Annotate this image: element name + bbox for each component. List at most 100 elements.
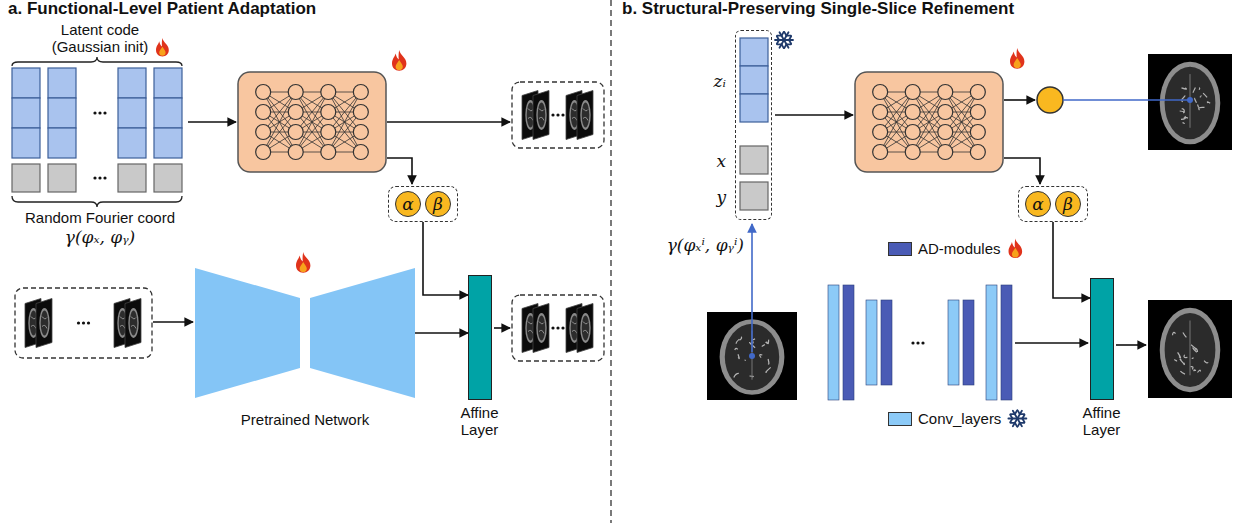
slice-brain [582, 103, 590, 128]
latent-cell [154, 68, 182, 98]
ellipsis-dot [98, 111, 101, 114]
slice-gyrus [528, 109, 533, 121]
flame-outer [1010, 48, 1024, 69]
flame-inner [300, 262, 307, 272]
brain-gyrus [1195, 98, 1197, 102]
decoder-shape [310, 268, 415, 398]
slice-gyrus [31, 317, 36, 329]
brain-tissue [1165, 313, 1216, 387]
param-circle: α [395, 191, 421, 217]
mlp-neuron [288, 125, 303, 140]
param-symbol: β [433, 196, 443, 213]
component-label: Pretrained Network [195, 412, 415, 429]
brain-gyrus [1180, 359, 1184, 364]
flame-inner [396, 60, 403, 70]
ellipsis-dot [551, 326, 554, 329]
flow-arrow [1004, 158, 1040, 184]
slice-brain [41, 311, 49, 336]
ellipsis-dot [556, 326, 559, 329]
pixel-pointer [1063, 99, 1188, 101]
pixel-dot [749, 353, 755, 359]
snowflake-branch [1020, 422, 1024, 424]
brain-gyrus [1184, 355, 1187, 358]
ellipsis-dot [103, 111, 106, 114]
slice-stack-box [15, 288, 152, 358]
mlp-neuron [938, 85, 953, 100]
ad-module-bar [881, 300, 892, 385]
mlp-weight [880, 92, 913, 152]
slice-gyrus [131, 317, 136, 329]
brain-gyrus [1181, 116, 1186, 119]
brain-gyrus [1191, 345, 1196, 350]
component-label: Affine Layer [1070, 405, 1134, 438]
mlp-neuron [353, 105, 368, 120]
trainable-flame-icon [392, 50, 406, 71]
ad-module-bar [843, 285, 854, 400]
slice-card [577, 304, 593, 353]
brain-gyrus [1182, 96, 1186, 100]
brain-gyrus [766, 340, 769, 343]
param-circle: β [425, 191, 451, 217]
param-circle: β [1055, 191, 1081, 217]
mlp-box [855, 72, 1003, 172]
brain-gyrus [750, 376, 754, 377]
mlp-neuron [256, 85, 271, 100]
mlp-neuron [256, 105, 271, 120]
frozen-snowflake-icon [1008, 410, 1026, 426]
brain-gyrus [1180, 111, 1184, 113]
snowflake-branch [1022, 415, 1024, 419]
slice-card [577, 91, 593, 140]
conv-layer-bar [986, 285, 997, 400]
slice-gyrus [539, 322, 544, 334]
brain-gyrus [762, 344, 765, 346]
mlp-neuron [321, 85, 336, 100]
slice-gyrus [42, 317, 47, 329]
mlp-neuron [938, 125, 953, 140]
connector-arrow [415, 332, 468, 334]
flow-arrow [387, 158, 412, 184]
latent-cell [118, 128, 146, 158]
skull [1160, 62, 1220, 145]
slice-card [533, 304, 549, 353]
fourier-coord-label: Random Fourier coord [5, 210, 195, 227]
ellipsis-dot [921, 341, 924, 344]
slice-stack-box [512, 295, 604, 361]
latent-cell [48, 68, 76, 98]
skull [1160, 308, 1220, 392]
coord-cell [118, 164, 146, 192]
mri-slice [125, 299, 141, 348]
latent-cell [154, 98, 182, 128]
snowflake-branch [777, 40, 779, 44]
mlp-neuron [905, 145, 920, 160]
ellipsis-dot [93, 176, 96, 179]
brain-gyrus [735, 348, 738, 350]
brain-gyrus [767, 359, 769, 364]
fourier-coord-label: γ(φₓ, φᵧ) [5, 228, 195, 247]
ellipsis-dot [98, 176, 101, 179]
affine-param-box: αβ [1018, 186, 1088, 222]
trainable-flame-icon [1009, 239, 1023, 259]
latent-cell [48, 128, 76, 158]
coord-cell [740, 146, 768, 174]
brain-tissue [1165, 67, 1216, 140]
ellipsis-dot [561, 113, 564, 116]
encoder-shape [195, 268, 300, 398]
latent-cell [48, 98, 76, 128]
mlp-neuron [321, 125, 336, 140]
brain-gyrus [1178, 352, 1181, 357]
brain-gyrus [1207, 102, 1210, 103]
flame-outer [156, 38, 169, 56]
flow-arrow [494, 327, 510, 329]
slice-brain [538, 316, 546, 341]
conv-layer-bar [828, 285, 839, 400]
connector-arrow [423, 222, 468, 295]
mlp-neuron [353, 85, 368, 100]
coord-cell [740, 182, 768, 210]
snowflake-branch [782, 44, 784, 48]
mlp-neuron [970, 105, 985, 120]
snowflake-arm [1013, 411, 1022, 427]
snowflake-branch [786, 43, 790, 45]
mlp-neuron [970, 145, 985, 160]
brain-gyrus [766, 341, 769, 343]
